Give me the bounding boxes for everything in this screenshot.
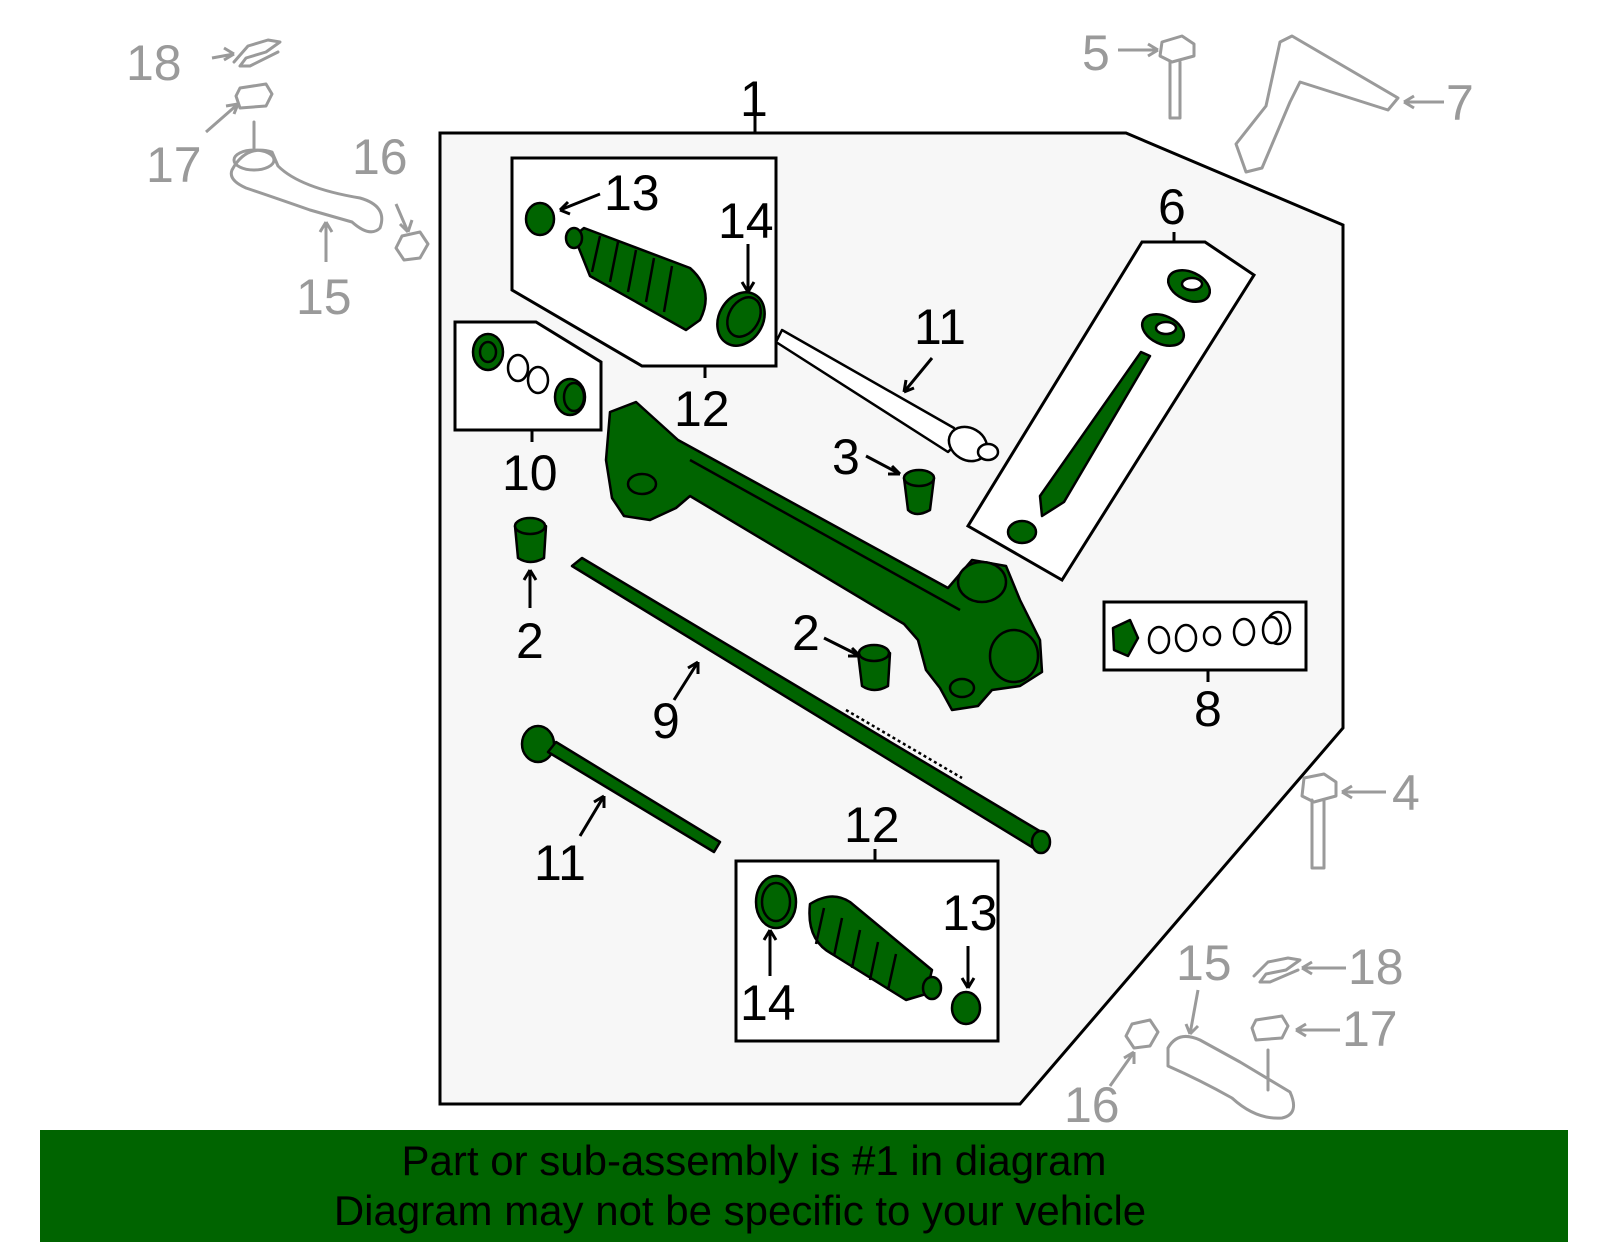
tie-rod-lower xyxy=(546,740,722,854)
nut-17-lower xyxy=(1250,1014,1290,1042)
callout-11-upper: 11 xyxy=(914,299,966,355)
callout-8: 8 xyxy=(1194,681,1222,737)
nut-16-upper xyxy=(394,230,430,262)
footer-banner: Part or sub-assembly is #1 in diagram Di… xyxy=(40,1130,1568,1242)
tie-rod-end-15-lower xyxy=(1166,1034,1296,1120)
callout-9: 9 xyxy=(652,693,680,749)
callout-17-upper: 17 xyxy=(146,137,202,193)
callout-7: 7 xyxy=(1446,75,1474,131)
nut-16-lower xyxy=(1124,1018,1160,1050)
outside-parts xyxy=(229,34,1400,1120)
callout-1: 1 xyxy=(740,71,768,127)
callout-17-lower: 17 xyxy=(1342,1001,1398,1057)
callout-13-lower: 13 xyxy=(942,885,998,941)
callout-12-upper: 12 xyxy=(674,381,730,437)
bracket-7 xyxy=(1234,34,1400,174)
clip-18-lower xyxy=(1252,956,1302,984)
bolt-4 xyxy=(1300,772,1338,870)
callout-10: 10 xyxy=(502,445,558,501)
callout-6: 6 xyxy=(1158,179,1186,235)
callout-4: 4 xyxy=(1392,765,1420,821)
clip-18-upper xyxy=(232,38,282,68)
callout-2-right: 2 xyxy=(792,605,820,661)
callout-2-left: 2 xyxy=(516,613,544,669)
clamp-13-upper xyxy=(524,201,556,237)
callout-15-lower: 15 xyxy=(1176,935,1232,991)
boot-upper xyxy=(572,226,707,332)
nut-17-upper xyxy=(234,82,274,110)
tie-rod-end-15-upper xyxy=(229,120,384,234)
callout-15-upper: 15 xyxy=(296,269,352,325)
callout-16-upper: 16 xyxy=(352,129,408,185)
bolt-5 xyxy=(1158,34,1196,120)
callout-3: 3 xyxy=(832,429,860,485)
callout-14-lower: 14 xyxy=(740,975,796,1031)
callout-18-upper: 18 xyxy=(126,35,182,91)
green-parts xyxy=(471,201,1292,1026)
clamp-13-lower xyxy=(950,990,982,1026)
seal-6-c xyxy=(1006,519,1038,545)
footer-line-1: Part or sub-assembly is #1 in diagram xyxy=(401,1137,1107,1184)
callout-14-upper: 14 xyxy=(718,193,774,249)
inner-leaders xyxy=(522,192,976,989)
seal-8-a xyxy=(1111,618,1140,658)
outer-leaders xyxy=(205,42,1444,1087)
callout-18-lower: 18 xyxy=(1348,939,1404,995)
pinion-shaft xyxy=(1038,350,1152,518)
callout-12-lower: 12 xyxy=(844,797,900,853)
callout-16-lower: 16 xyxy=(1064,1077,1120,1133)
callout-5: 5 xyxy=(1082,25,1110,81)
callout-11-lower: 11 xyxy=(534,835,586,891)
callout-13-upper: 13 xyxy=(604,165,660,221)
callout-labels: 1 13 14 12 10 11 3 6 2 2 9 8 11 12 13 14… xyxy=(126,25,1474,1133)
footer-line-2: Diagram may not be specific to your vehi… xyxy=(333,1187,1147,1234)
